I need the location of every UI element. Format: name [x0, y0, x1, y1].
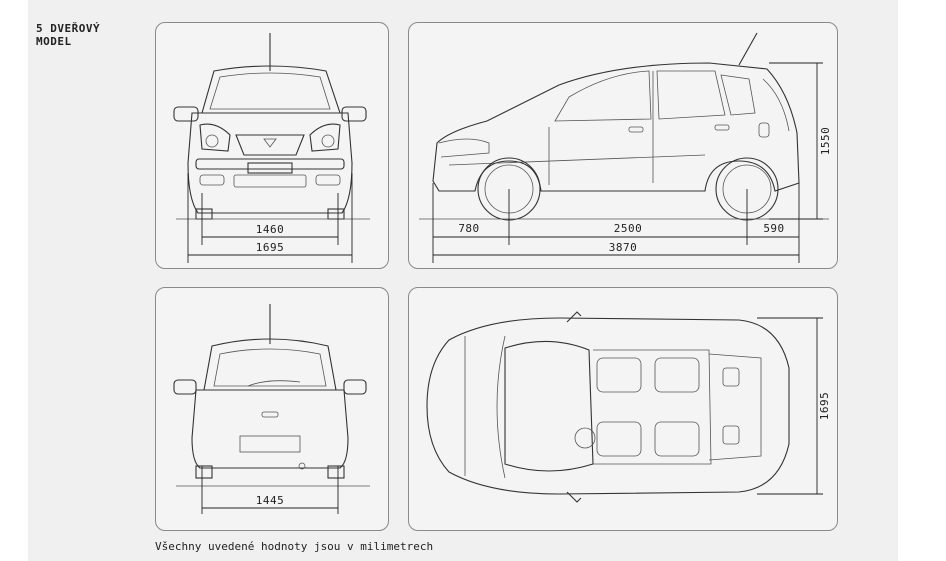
- overall-length-label: 3870: [609, 241, 638, 254]
- top-view-panel: 1695: [408, 287, 838, 531]
- footer-note: Všechny uvedené hodnoty jsou v milimetre…: [155, 540, 434, 553]
- rear-track-width-label: 1445: [256, 494, 285, 507]
- rear-view-drawing: 1445: [173, 304, 370, 514]
- top-width-label: 1695: [818, 392, 831, 421]
- side-view-panel: 780 2500 590 3870 1550: [408, 22, 838, 269]
- rear-view-panel: 1445: [155, 287, 389, 531]
- wheelbase-label: 2500: [614, 222, 643, 235]
- front-overall-width-label: 1695: [256, 241, 285, 254]
- front-view-drawing: 1460 1695: [173, 33, 370, 263]
- heading-line-1: 5 DVEŘOVÝ: [36, 22, 101, 35]
- model-heading: 5 DVEŘOVÝ MODEL: [36, 22, 100, 48]
- rear-overhang-label: 590: [763, 222, 784, 235]
- front-view-panel: 1460 1695: [155, 22, 389, 269]
- height-label: 1550: [819, 127, 832, 156]
- front-overhang-label: 780: [458, 222, 479, 235]
- front-track-width-label: 1460: [256, 223, 285, 236]
- heading-line-2: MODEL: [36, 35, 72, 48]
- side-view-drawing: 780 2500 590 3870 1550: [419, 32, 832, 263]
- top-view-drawing: 1695: [426, 311, 831, 503]
